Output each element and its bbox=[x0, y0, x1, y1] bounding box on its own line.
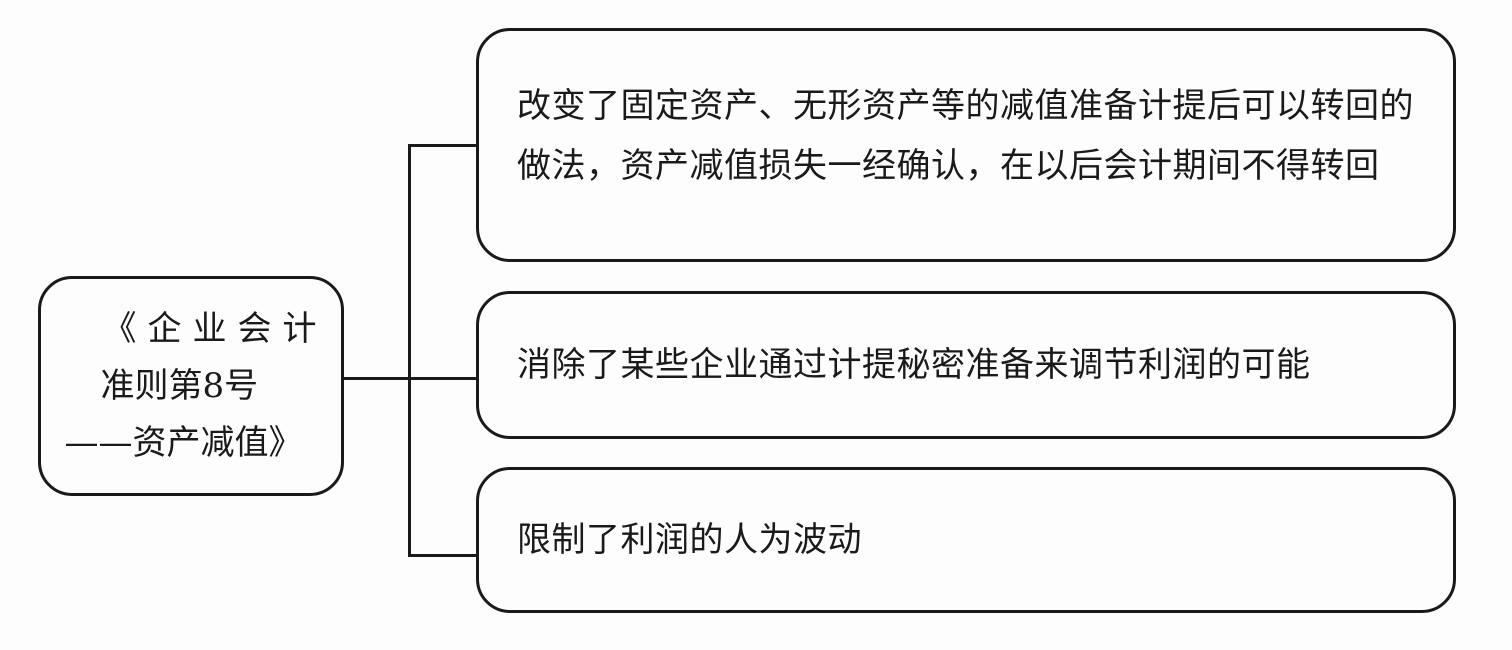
branch-node-1-text: 改变了固定资产、无形资产等的减值准备计提后可以转回的做法，资产减值损失一经确认，… bbox=[517, 86, 1414, 186]
root-line-2: 准则第8号 bbox=[100, 365, 259, 406]
root-node: 《企业会计 准则第8号 ——资产减值》 bbox=[38, 276, 344, 496]
branch-node-3-text: 限制了利润的人为波动 bbox=[517, 520, 862, 560]
connector-vertical-trunk bbox=[408, 144, 411, 557]
connector-trunk-to-branch-1 bbox=[408, 144, 477, 147]
root-node-text: 《企业会计 准则第8号 ——资产减值》 bbox=[65, 301, 328, 472]
root-line-3: ——资产减值》 bbox=[64, 422, 303, 463]
connector-trunk-to-branch-3 bbox=[408, 554, 477, 557]
branch-node-3: 限制了利润的人为波动 bbox=[476, 467, 1456, 613]
branch-node-1: 改变了固定资产、无形资产等的减值准备计提后可以转回的做法，资产减值损失一经确认，… bbox=[476, 28, 1456, 262]
branch-node-2-text: 消除了某些企业通过计提秘密准备来调节利润的可能 bbox=[517, 345, 1311, 385]
root-line-1: 《企业会计 bbox=[102, 308, 328, 349]
branch-node-2: 消除了某些企业通过计提秘密准备来调节利润的可能 bbox=[476, 291, 1456, 439]
